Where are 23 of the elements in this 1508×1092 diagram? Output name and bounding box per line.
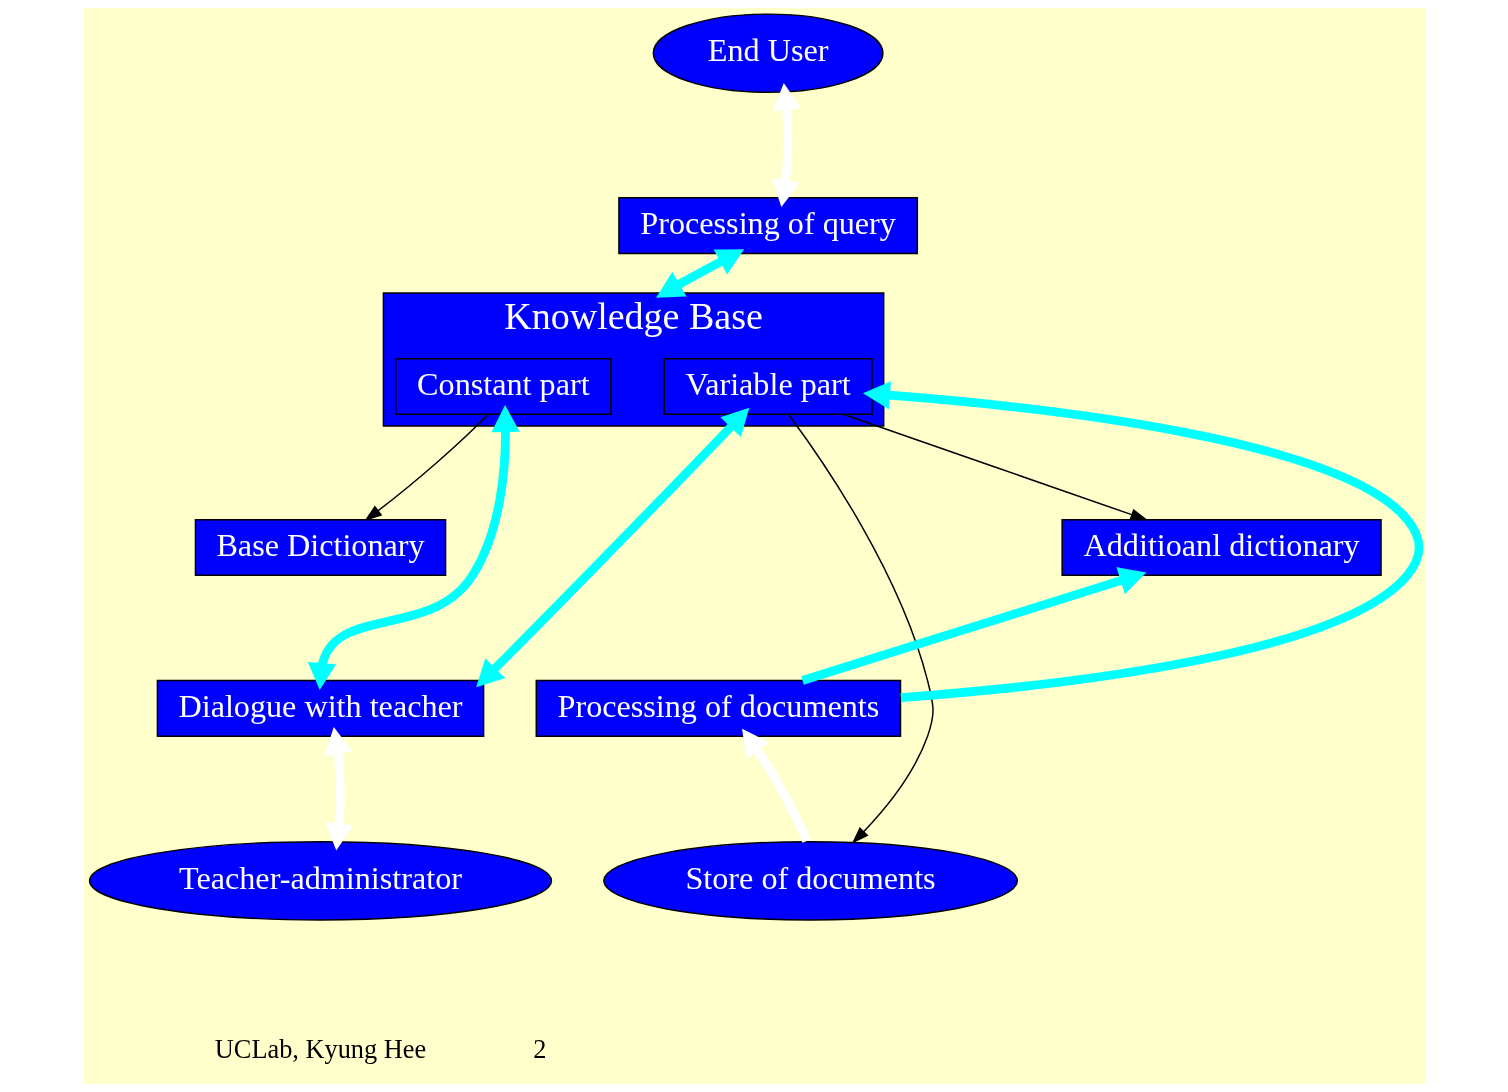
- arrow: [307, 405, 520, 690]
- node-ellipse: Teacher-administrator: [88, 840, 552, 921]
- node-ellipse: Store of documents: [602, 840, 1018, 921]
- arrow: [323, 727, 353, 851]
- label: 2: [532, 1035, 547, 1065]
- arrow: [771, 82, 801, 208]
- arrow: [787, 413, 934, 844]
- arrow: [475, 407, 749, 688]
- node-box: Additioanl dictionary: [1060, 518, 1382, 576]
- node-box: Constant part: [394, 358, 612, 416]
- arrow: [741, 728, 811, 843]
- node-box: Variable part: [663, 358, 873, 416]
- arrow: [842, 413, 1148, 521]
- node-box: Processing of query: [617, 197, 918, 255]
- label: UCLab, Kyung Hee: [214, 1035, 426, 1065]
- arrow: [800, 567, 1146, 685]
- node-box: Base Dictionary: [194, 518, 446, 576]
- node-box: Processing of documents: [535, 679, 901, 737]
- node-box: Dialogue with teacher: [156, 679, 484, 737]
- arrow: [364, 414, 488, 521]
- arrow: [862, 381, 1423, 702]
- arrow: [655, 249, 744, 298]
- node-ellipse: End User: [652, 13, 884, 94]
